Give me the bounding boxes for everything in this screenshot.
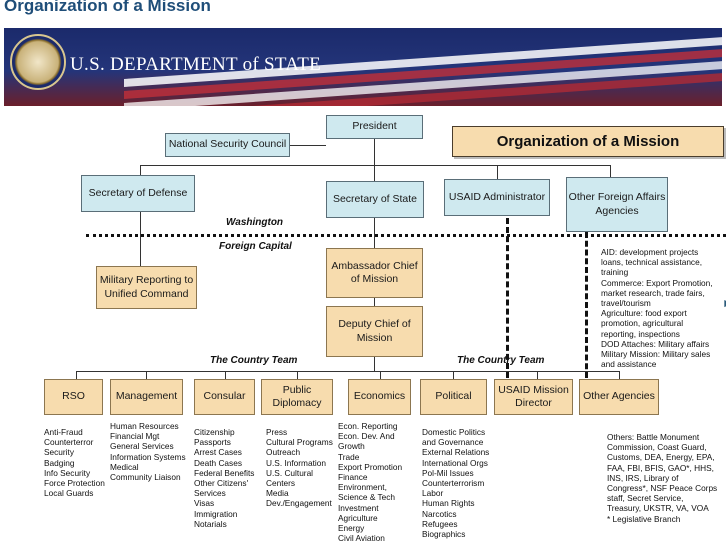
economics-list: Econ. Reporting Econ. Dev. And Growth Tr… bbox=[338, 421, 403, 541]
other-agencies-box: Other Agencies bbox=[579, 379, 659, 415]
connector-line bbox=[374, 298, 375, 306]
connector-line bbox=[619, 371, 620, 379]
other-foreign-affairs-box: Other Foreign Affairs Agencies bbox=[566, 177, 668, 232]
connector-line bbox=[225, 371, 226, 379]
dashed-connector bbox=[506, 218, 509, 378]
connector-line bbox=[297, 371, 298, 379]
banner-text: U.S. DEPARTMENT of STATE bbox=[70, 54, 322, 75]
chart-title: Organization of a Mission bbox=[452, 126, 724, 157]
political-list: Domestic Politics and Governance Externa… bbox=[422, 427, 490, 541]
connector-line bbox=[610, 165, 611, 177]
connector-line bbox=[140, 165, 141, 175]
connector-line bbox=[146, 371, 147, 379]
political-box: Political bbox=[420, 379, 487, 415]
connector-line bbox=[380, 371, 381, 379]
connector-line bbox=[76, 371, 619, 372]
public-diplomacy-box: Public Diplomacy bbox=[261, 379, 333, 415]
military-reporting-box: Military Reporting to Unified Command bbox=[96, 266, 197, 309]
scroll-arrow-icon: ► bbox=[722, 296, 726, 310]
foreign-capital-label: Foreign Capital bbox=[219, 241, 292, 252]
deputy-chief-box: Deputy Chief of Mission bbox=[326, 306, 423, 357]
washington-label: Washington bbox=[226, 217, 284, 228]
usaid-admin-box: USAID Administrator bbox=[444, 179, 550, 216]
connector-line bbox=[453, 371, 454, 379]
rso-box: RSO bbox=[44, 379, 103, 415]
management-list: Human Resources Financial Mgt General Se… bbox=[110, 421, 186, 483]
agencies-note: AID: development projects loans, technic… bbox=[601, 247, 713, 370]
connector-line bbox=[140, 165, 610, 166]
public-diplomacy-list: Press Cultural Programs Outreach U.S. In… bbox=[266, 427, 333, 509]
others-note: Others: Battle Monument Commission, Coas… bbox=[607, 432, 718, 514]
legislative-note: * Legislative Branch bbox=[607, 514, 681, 524]
page-title: Organization of a Mission bbox=[4, 0, 211, 15]
connector-line bbox=[374, 357, 375, 371]
dos-banner: U.S. DEPARTMENT of STATE bbox=[4, 28, 722, 106]
rso-list: Anti-Fraud Counterterror Security Badgin… bbox=[44, 427, 105, 499]
country-team-label: The Country Team bbox=[210, 355, 298, 366]
washington-divider bbox=[86, 234, 726, 237]
secstate-box: Secretary of State bbox=[326, 181, 424, 218]
nsc-box: National Security Council bbox=[165, 133, 290, 157]
consular-box: Consular bbox=[194, 379, 255, 415]
connector-line bbox=[290, 145, 326, 146]
connector-line bbox=[374, 139, 375, 181]
connector-line bbox=[537, 371, 538, 379]
connector-line bbox=[76, 371, 77, 379]
connector-line bbox=[140, 212, 141, 266]
connector-line bbox=[497, 165, 498, 179]
president-box: President bbox=[326, 115, 423, 139]
state-department-seal-icon bbox=[10, 34, 66, 90]
secdef-box: Secretary of Defense bbox=[81, 175, 195, 212]
management-box: Management bbox=[110, 379, 183, 415]
country-team-label: The Country Team bbox=[457, 355, 545, 366]
dashed-connector bbox=[585, 232, 588, 378]
usaid-mission-director-box: USAID Mission Director bbox=[494, 379, 573, 415]
connector-line bbox=[374, 218, 375, 248]
consular-list: Citizenship Passports Arrest Cases Death… bbox=[194, 427, 255, 529]
ambassador-box: Ambassador Chief of Mission bbox=[326, 248, 423, 298]
economics-box: Economics bbox=[348, 379, 411, 415]
